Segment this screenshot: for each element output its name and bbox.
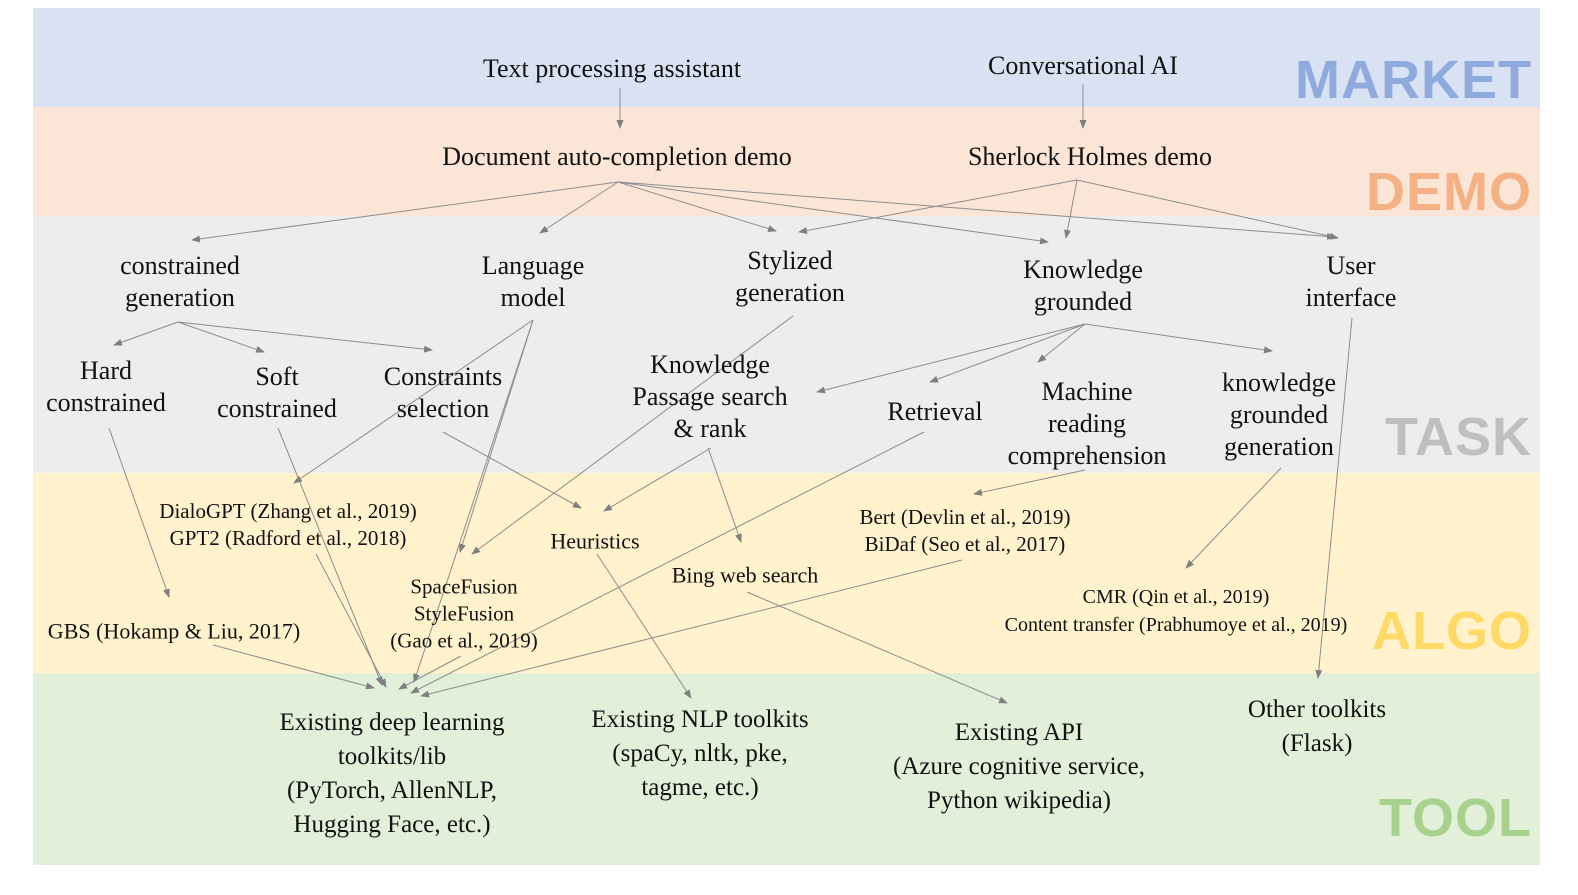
- algo-band-label: ALGO: [1372, 601, 1532, 661]
- node-heuristics: Heuristics: [550, 528, 640, 554]
- node-other-toolkits: Other toolkits (Flask): [1247, 696, 1387, 757]
- node-knowledge-passage-search-rank: Knowledge Passage search & rank: [632, 350, 788, 443]
- node-user-interface: User interface: [1305, 251, 1397, 312]
- market-band-label: MARKET: [1295, 50, 1532, 110]
- node-cmr-content-transfer: CMR (Qin et al., 2019) Content transfer …: [1004, 586, 1348, 636]
- tool-band-label: TOOL: [1378, 788, 1532, 848]
- node-conversational-ai: Conversational AI: [988, 51, 1178, 80]
- tool-band: [33, 673, 1540, 865]
- node-machine-reading-comprehension: Machine reading comprehension: [1007, 377, 1167, 470]
- node-document-auto-completion-demo: Document auto-completion demo: [442, 142, 792, 171]
- node-sherlock-holmes-demo: Sherlock Holmes demo: [967, 142, 1213, 171]
- node-existing-api: Existing API (Azure cognitive service, P…: [893, 719, 1145, 814]
- node-constraints-selection: Constraints selection: [383, 362, 503, 423]
- node-gbs: GBS (Hokamp & Liu, 2017): [47, 618, 301, 644]
- node-existing-nlp-toolkits: Existing NLP toolkits (spaCy, nltk, pke,…: [591, 706, 809, 801]
- node-language-model: Language model: [481, 251, 585, 312]
- node-stylized-generation: Stylized generation: [735, 246, 845, 307]
- node-spacefusion-stylefusion: SpaceFusion StyleFusion (Gao et al., 201…: [390, 574, 538, 653]
- node-retrieval: Retrieval: [887, 397, 983, 426]
- node-bert-bidaf: Bert (Devlin et al., 2019) BiDaf (Seo et…: [859, 505, 1071, 556]
- node-hard-constrained: Hard constrained: [46, 356, 166, 417]
- market-band: [33, 8, 1540, 107]
- node-knowledge-grounded-generation: knowledge grounded generation: [1221, 368, 1337, 461]
- node-soft-constrained: Soft constrained: [217, 362, 337, 423]
- node-dialogpt-gpt2: DialoGPT (Zhang et al., 2019) GPT2 (Radf…: [159, 499, 417, 550]
- demo-band-label: DEMO: [1366, 162, 1532, 222]
- node-text-processing-assistant: Text processing assistant: [482, 54, 742, 83]
- task-band-label: TASK: [1385, 407, 1532, 467]
- node-constrained-generation: constrained generation: [120, 251, 240, 312]
- node-bing-web-search: Bing web search: [671, 562, 819, 588]
- node-existing-deep-learning-toolkits: Existing deep learning toolkits/lib (PyT…: [279, 709, 505, 838]
- node-knowledge-grounded: Knowledge grounded: [1023, 255, 1143, 316]
